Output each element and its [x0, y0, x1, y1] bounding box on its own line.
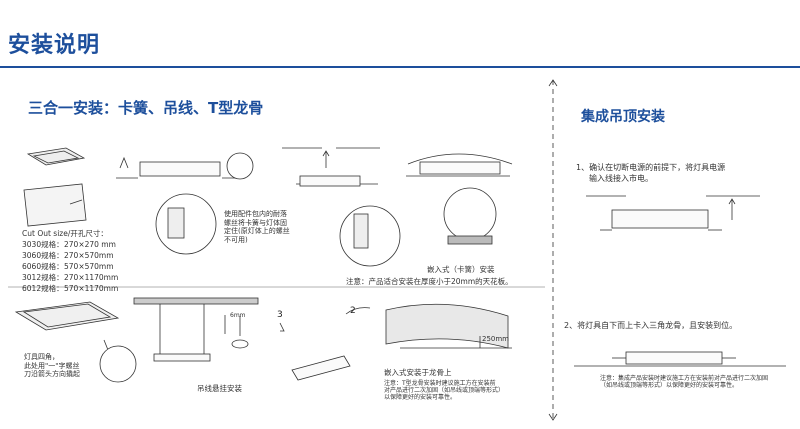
- right-note: 注意：集成产品安装时建议施工方在安装前对产品进行二次加固 （如吊线或顶端等形式）…: [600, 375, 769, 389]
- integrated-ceiling-step1: [586, 195, 760, 231]
- step-number-3: 3: [277, 310, 283, 320]
- spring-clip-diagram-1: [116, 156, 240, 179]
- page-title: 安装说明: [8, 33, 101, 58]
- hanging-wire-diagram: [133, 297, 259, 362]
- detail-magnifier-1: [155, 193, 217, 255]
- right-step-2: 2、将灯具自下而上卡入三角龙骨，且安装到位。: [564, 321, 738, 330]
- lamp-corner-note: 灯具四角， 此处用"一"字螺丝 刀沿箭头方向撬起: [24, 353, 80, 378]
- tbar-dimension: 250mm: [482, 335, 509, 343]
- screw-detail: [224, 315, 249, 349]
- cutout-row: 3030规格：270×270 mm: [22, 240, 116, 249]
- embedded-spring-label: 嵌入式（卡簧）安装: [427, 265, 495, 274]
- step-number-2: 2: [350, 306, 356, 316]
- cutout-title: Cut Out size/开孔尺寸：: [22, 229, 108, 238]
- right-section-heading: 集成吊顶安装: [581, 109, 665, 125]
- detail-magnifier-5: [99, 345, 137, 383]
- cutout-row: 6060规格：570×570mm: [22, 262, 114, 271]
- panel-sketch-1: [26, 147, 86, 166]
- embedded-spring-note: 注意：产品适合安装在厚度小于20mm的天花板。: [346, 277, 513, 286]
- cutout-row: 6012规格：570×1170mm: [22, 284, 119, 293]
- panel-sketch-2: [23, 183, 87, 227]
- hanging-label: 吊线悬挂安装: [197, 384, 242, 393]
- tbar-diagram: [279, 303, 512, 381]
- screw-size-label: 6mm: [230, 312, 246, 319]
- detail-magnifier-3: [339, 205, 401, 267]
- integrated-ceiling-step2: [574, 351, 786, 367]
- left-section-heading: 三合一安装：卡簧、吊线、T型龙骨: [28, 99, 264, 117]
- cutout-size-table: Cut Out size/开孔尺寸： 3030规格：270×270 mm 306…: [22, 228, 118, 294]
- divider-arrow-bottom: [548, 413, 558, 421]
- detail-magnifier-2: [226, 152, 254, 180]
- tbar-note: 注意：T型龙骨安装时建议施工方在安装前 对产品进行二次加固（如吊线或顶端等形式）…: [384, 380, 505, 401]
- spring-clip-note: 使用配件包内的耐落 螺丝将卡簧与灯体固 定住(原灯体上的螺丝 不可用): [224, 210, 290, 244]
- right-step-1: 1、确认在切断电源的前提下，将灯具电源 输入线接入市电。: [576, 163, 726, 183]
- cutout-row: 3060规格：270×570mm: [22, 251, 114, 260]
- detail-magnifier-4: [443, 187, 497, 241]
- title-divider: [0, 66, 800, 68]
- lamp-corner-diagram: [14, 301, 120, 361]
- divider-arrow-top: [548, 79, 558, 87]
- cutout-row: 3012规格：270×1170mm: [22, 273, 119, 282]
- ceiling-insert-diagram: [406, 153, 513, 177]
- ceiling-lift-diagram: [282, 147, 380, 187]
- tbar-label: 嵌入式安装于龙骨上: [384, 368, 452, 377]
